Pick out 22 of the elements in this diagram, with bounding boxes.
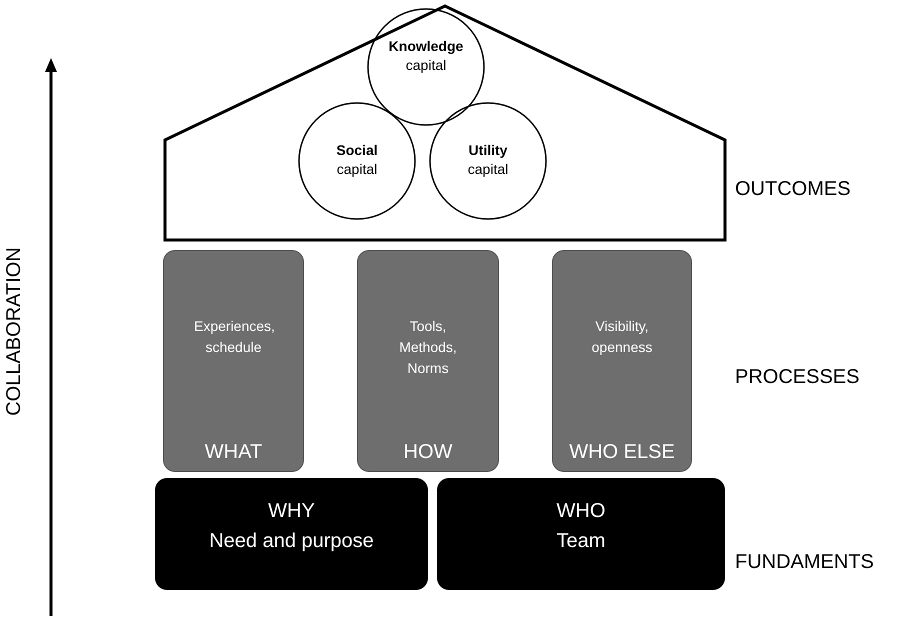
pillar-description: Visibility, openness	[590, 317, 654, 357]
pillar-heading: WHAT	[204, 441, 264, 464]
block-description: Team	[556, 530, 606, 553]
pillar-heading: WHO ELSE	[568, 441, 676, 464]
axis-label: COLLABORATION	[2, 247, 26, 416]
process-pillar	[163, 250, 304, 472]
level-label: FUNDAMENTS	[735, 551, 874, 574]
circle-label: Social capital	[335, 141, 379, 179]
circle-label: Knowledge capital	[388, 37, 464, 75]
foundation-block	[155, 478, 428, 590]
block-description: Need and purpose	[208, 530, 375, 553]
level-label: PROCESSES	[735, 366, 860, 389]
pillar-heading: HOW	[402, 441, 454, 464]
block-heading: WHO	[556, 500, 606, 523]
foundation-block	[437, 478, 725, 590]
circle-label: Utility capital	[466, 141, 510, 179]
pillar-description: Experiences, schedule	[194, 317, 273, 357]
process-pillar	[552, 250, 692, 472]
block-heading: WHY	[267, 500, 316, 523]
pillar-description: Tools, Methods, Norms	[398, 317, 458, 378]
process-pillar	[357, 250, 499, 472]
level-label: OUTCOMES	[735, 178, 851, 201]
